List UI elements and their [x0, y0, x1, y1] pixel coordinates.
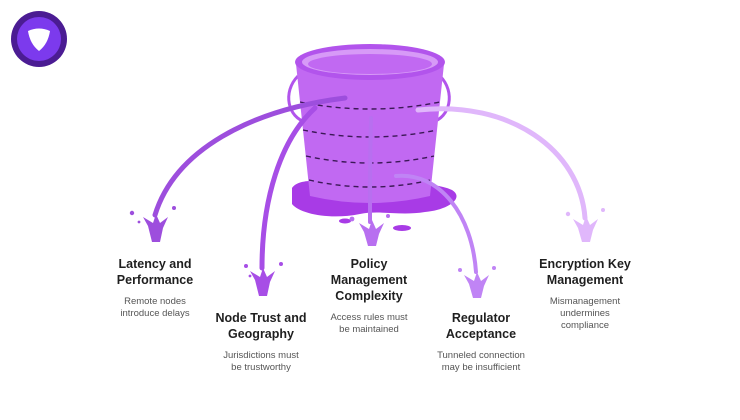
- item-description: Tunneled connection may be insufficient: [437, 350, 525, 373]
- triangle-shield-logo-icon: [11, 11, 67, 67]
- stream-node-trust: [259, 105, 318, 271]
- stream-latency: [152, 95, 348, 218]
- item-description: Mismanagement undermines compliance: [549, 296, 621, 331]
- stream-encryption: [415, 106, 588, 221]
- item-title: Latency and Performance: [116, 257, 194, 287]
- stream-regulator: [394, 173, 478, 274]
- item-description: Access rules must be maintained: [330, 312, 408, 335]
- item-title: Regulator Acceptance: [445, 311, 517, 341]
- splash-encryption: [565, 208, 605, 242]
- item-node-trust-geography: Node Trust and Geography Jurisdictions m…: [196, 310, 326, 374]
- splash-policy: [349, 214, 390, 246]
- stream-policy: [368, 116, 373, 224]
- item-policy-management: Policy Management Complexity Access rule…: [304, 256, 434, 336]
- item-regulator-acceptance: Regulator Acceptance Tunneled connection…: [416, 310, 546, 374]
- item-title: Policy Management Complexity: [330, 257, 408, 303]
- item-encryption-key-management: Encryption Key Management Mismanagement …: [520, 256, 650, 332]
- item-latency-performance: Latency and Performance Remote nodes int…: [90, 256, 220, 320]
- leak-streams: [152, 95, 588, 274]
- item-title: Encryption Key Management: [539, 257, 631, 287]
- splash-regulator: [458, 266, 496, 298]
- brand-logo: [10, 10, 68, 68]
- splash-latency: [129, 206, 176, 242]
- item-title: Node Trust and Geography: [215, 311, 307, 341]
- splash-node-trust: [244, 262, 283, 296]
- item-description: Remote nodes introduce delays: [120, 296, 190, 319]
- item-description: Jurisdictions must be trustworthy: [223, 350, 299, 373]
